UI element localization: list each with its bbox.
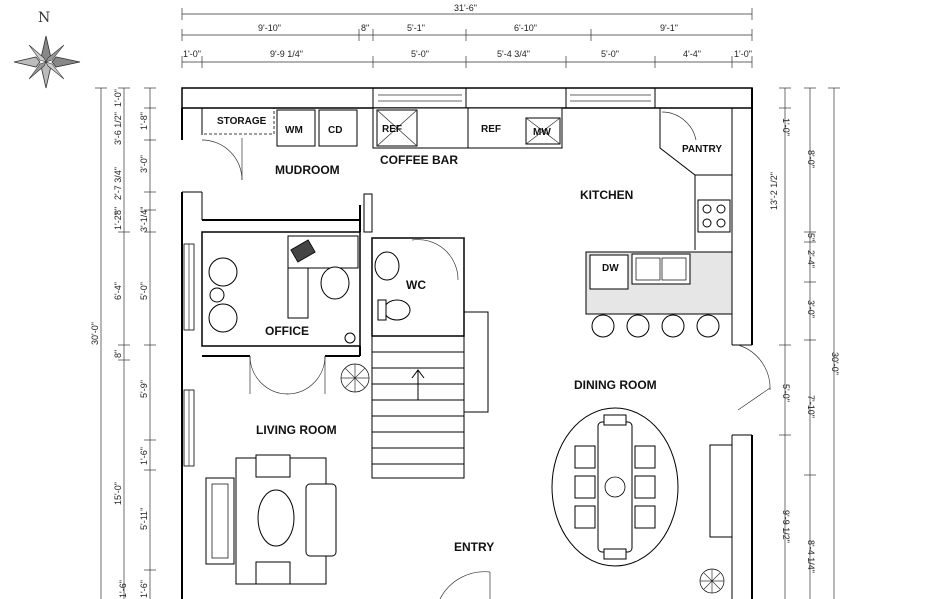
dim-top-overall: 31'-6" — [454, 3, 477, 13]
dim-left-b-1: 3'-6 1/2" — [113, 112, 123, 145]
dim-left-c-0: 1'-8" — [139, 112, 149, 130]
living-room-furniture — [205, 454, 337, 585]
dim-top-row3-1: 9'-9 1/4" — [270, 49, 303, 59]
top-dimension-lines — [181, 8, 753, 68]
office-label: OFFICE — [265, 324, 309, 338]
storage-label: STORAGE — [217, 116, 267, 127]
dim-left-b-4: 1'-2" — [113, 212, 123, 230]
dim-left-a-0: 6'-4" — [113, 282, 123, 300]
dim-right-b-1: 5" — [806, 233, 816, 241]
dim-top-row2-0: 9'-10" — [258, 23, 281, 33]
dim-right-a-2: 5'-0" — [781, 384, 791, 402]
compass-rose-icon — [13, 35, 81, 89]
dim-top-row2-2: 5'-1" — [407, 23, 425, 33]
dim-right-b-2: 2'-4" — [806, 250, 816, 268]
dim-left-b-2: 2'-7 3/4" — [113, 167, 123, 200]
dim-top-row2-3: 6'-10" — [514, 23, 537, 33]
coffee-bar-label: COFFEE BAR — [380, 153, 458, 167]
dim-right-a-3: 9'-9 1/2" — [781, 510, 791, 543]
kitchen-fixtures — [585, 199, 733, 338]
dim-left-c-3: 1'-6" — [139, 447, 149, 465]
dim-left-a-1: 8" — [113, 350, 123, 358]
staircase — [371, 311, 489, 479]
dishwasher-label: DW — [602, 263, 619, 274]
dim-left-b-6: 5'-9" — [139, 380, 149, 398]
dim-left-c-1: 3'-0" — [139, 155, 149, 173]
dim-right-overall: 30'-0" — [830, 352, 840, 375]
dim-left-b-8: 1'-6" — [139, 580, 149, 598]
dim-right-b-3: 3'-0" — [806, 300, 816, 318]
dryer-label: CD — [328, 125, 342, 136]
entry-door-swing — [439, 571, 491, 599]
living-room-label: LIVING ROOM — [256, 423, 337, 437]
dim-top-row3-6: 1'-0" — [734, 49, 752, 59]
dim-right-a-1: 13'-2 1/2" — [769, 172, 779, 210]
plant-icon — [340, 363, 370, 393]
dim-left-a-2: 15'-0" — [113, 482, 123, 505]
dim-top-row3-2: 5'-0" — [411, 49, 429, 59]
dining-table — [551, 407, 679, 567]
walls — [181, 87, 771, 599]
wc-label: WC — [406, 278, 426, 292]
dim-right-b-0: 8'-0" — [806, 150, 816, 168]
plant-icon — [699, 568, 725, 594]
entry-label: ENTRY — [454, 540, 494, 554]
right-dimension-lines — [779, 87, 840, 599]
dim-left-b-7: 5'-11" — [139, 508, 149, 530]
sideboard — [709, 444, 733, 538]
dim-left-b-3: 8" — [113, 207, 123, 215]
dim-right-b-5: 8'-4 1/4" — [806, 540, 816, 573]
dim-top-row3-3: 5'-4 3/4" — [497, 49, 530, 59]
north-label: N — [38, 10, 50, 26]
dim-right-b-4: 7'-10" — [806, 395, 816, 418]
dim-top-row3-0: 1'-0" — [183, 49, 201, 59]
wc-fixtures — [374, 251, 411, 321]
dim-left-b-5: 5'-0" — [139, 282, 149, 300]
dim-top-row2-4: 9'-1" — [660, 23, 678, 33]
washer-label: WM — [285, 125, 303, 136]
dim-left-overall: 30'-0" — [90, 322, 100, 345]
dim-top-row2-1: 8" — [361, 23, 369, 33]
dim-left-c-4: 1'-6" — [118, 580, 128, 598]
microwave-label: MW — [533, 127, 551, 138]
ref1-label: REF — [382, 124, 402, 135]
left-dimension-lines — [95, 87, 156, 599]
dim-right-a-0: 1'-0" — [781, 118, 791, 136]
pantry-label: PANTRY — [682, 144, 722, 155]
coffee-bar-fixtures — [372, 107, 660, 149]
dim-left-b-0: 1'-0" — [113, 89, 123, 107]
dining-room-label: DINING ROOM — [574, 378, 657, 392]
dim-top-row3-4: 5'-0" — [601, 49, 619, 59]
dim-top-row3-5: 4'-4" — [683, 49, 701, 59]
mudroom-fixtures — [201, 107, 358, 147]
ref2-label: REF — [481, 124, 501, 135]
dim-left-c-2: 3'-1/4" — [139, 207, 149, 232]
mudroom-label: MUDROOM — [275, 163, 340, 177]
office-furniture — [208, 235, 359, 344]
kitchen-label: KITCHEN — [580, 188, 633, 202]
